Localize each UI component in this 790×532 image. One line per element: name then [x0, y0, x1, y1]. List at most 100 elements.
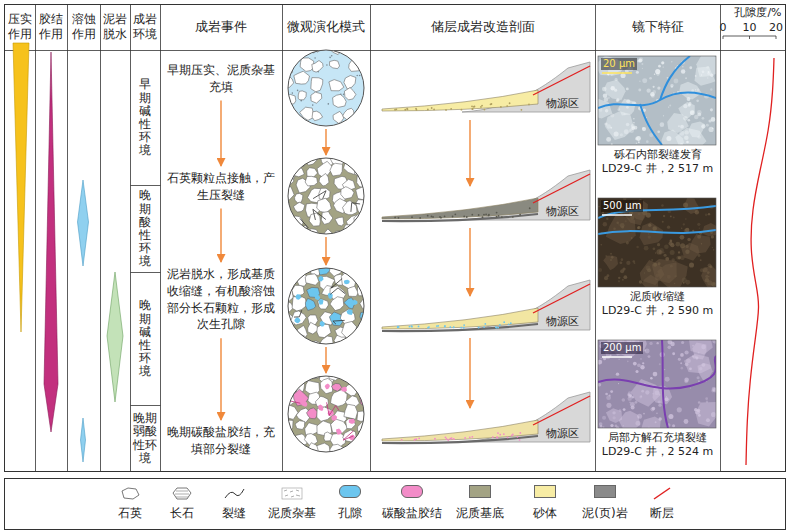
micrograph-speck [707, 72, 710, 75]
micrograph-speck [676, 242, 681, 247]
sand-grain [492, 436, 494, 438]
grain [312, 111, 323, 121]
grain [335, 327, 348, 339]
micrograph-speck [648, 355, 651, 358]
grain [280, 225, 295, 239]
mudstone-layer [382, 324, 538, 331]
matrix-speck [359, 52, 361, 54]
grain [291, 370, 305, 383]
sand-grain [507, 437, 509, 439]
carbonate-cement [349, 435, 356, 441]
micrograph-speck [710, 74, 713, 77]
micrograph-speck [666, 396, 667, 397]
micrograph-speck [705, 397, 708, 400]
scale-bar [602, 72, 632, 74]
carbonate-cement [336, 429, 342, 435]
micrograph-speck [605, 109, 608, 112]
micrograph-speck [604, 97, 608, 101]
micrograph-speck [664, 244, 669, 249]
micrograph-speck [705, 380, 707, 382]
grain [358, 422, 369, 433]
sand-grain [483, 326, 485, 328]
micrograph-speck [656, 249, 661, 254]
micrograph-speck [630, 216, 634, 220]
matrix-speck [335, 84, 337, 86]
micrograph-speck [677, 407, 682, 412]
column-line [160, 5, 161, 472]
micrograph-speck [637, 363, 641, 367]
micrograph-speck [604, 104, 606, 106]
grain [330, 297, 344, 311]
grain [305, 298, 315, 310]
grain [283, 175, 294, 186]
grain [333, 94, 347, 107]
micrograph-speck [656, 274, 660, 278]
micrograph-speck [663, 66, 664, 67]
micrograph-speck [653, 372, 658, 377]
micrograph-speck [637, 60, 640, 63]
micrograph-speck [658, 65, 661, 68]
micrograph-speck [637, 414, 642, 419]
micrograph-speck [638, 416, 640, 418]
micrograph-speck [631, 124, 635, 128]
micrograph-speck [611, 143, 613, 145]
micrograph-ground [598, 198, 716, 287]
column-header: 压实作用 [7, 12, 33, 42]
micrograph-speck [651, 94, 655, 98]
legend-symbol [651, 485, 673, 498]
grain [355, 372, 366, 381]
sand-grain [401, 439, 403, 441]
micrograph-frame [598, 56, 716, 145]
grain [317, 324, 331, 337]
micrograph-speck [660, 352, 665, 357]
micrograph-speck [701, 74, 702, 75]
sand-grain [463, 327, 465, 329]
micrograph-speck [644, 383, 646, 385]
micrograph-speck [658, 417, 661, 420]
area-label: 物源区 [546, 205, 579, 218]
micrograph-speck [666, 136, 671, 141]
header-line [5, 50, 786, 51]
micrograph-speck [639, 57, 643, 61]
micrograph-speck [669, 105, 671, 107]
grain [329, 261, 343, 277]
micrograph-speck [626, 261, 630, 265]
event-label: 泥岩脱水，形成基质收缩缝，有机酸溶蚀部分长石颗粒，形成次生孔隙 [162, 266, 280, 333]
micrograph-speck [685, 362, 689, 366]
sand-grain [510, 322, 512, 324]
micrograph-grain [605, 111, 634, 140]
matrix-speck [357, 109, 359, 111]
table-border [5, 5, 786, 472]
micrograph-grain [652, 259, 677, 283]
scale-label: 500 μm [601, 200, 643, 212]
micrograph-speck [633, 122, 635, 124]
micrograph-speck [680, 255, 685, 260]
grain [296, 408, 311, 423]
grain [315, 396, 328, 407]
legend-label: 碳酸盐胶结 [382, 505, 442, 522]
event-label: 早期压实、泥质杂基充填 [162, 62, 280, 96]
grain [346, 419, 356, 429]
micrograph-speck [698, 401, 701, 404]
legend-label: 长石 [170, 505, 194, 522]
grain [297, 274, 309, 287]
matrix-symbol [282, 488, 302, 499]
grain [327, 368, 343, 380]
row-line [131, 272, 161, 273]
legend-label: 砂体 [533, 505, 557, 522]
micrograph-speck [705, 213, 708, 216]
grain [345, 447, 357, 461]
column-header: 胶结作用 [38, 12, 64, 42]
grain [307, 287, 320, 297]
micrograph-speck [651, 259, 653, 261]
area-label: 物源区 [546, 97, 579, 110]
micrograph-speck [604, 122, 607, 125]
grain [343, 264, 355, 277]
matrix-speck [362, 121, 364, 123]
micrograph-speck [688, 102, 691, 105]
micrograph-speck [642, 68, 643, 69]
micrograph-grain [678, 102, 694, 118]
column-line [282, 5, 283, 472]
micrograph-speck [623, 275, 627, 279]
grain [343, 108, 355, 120]
